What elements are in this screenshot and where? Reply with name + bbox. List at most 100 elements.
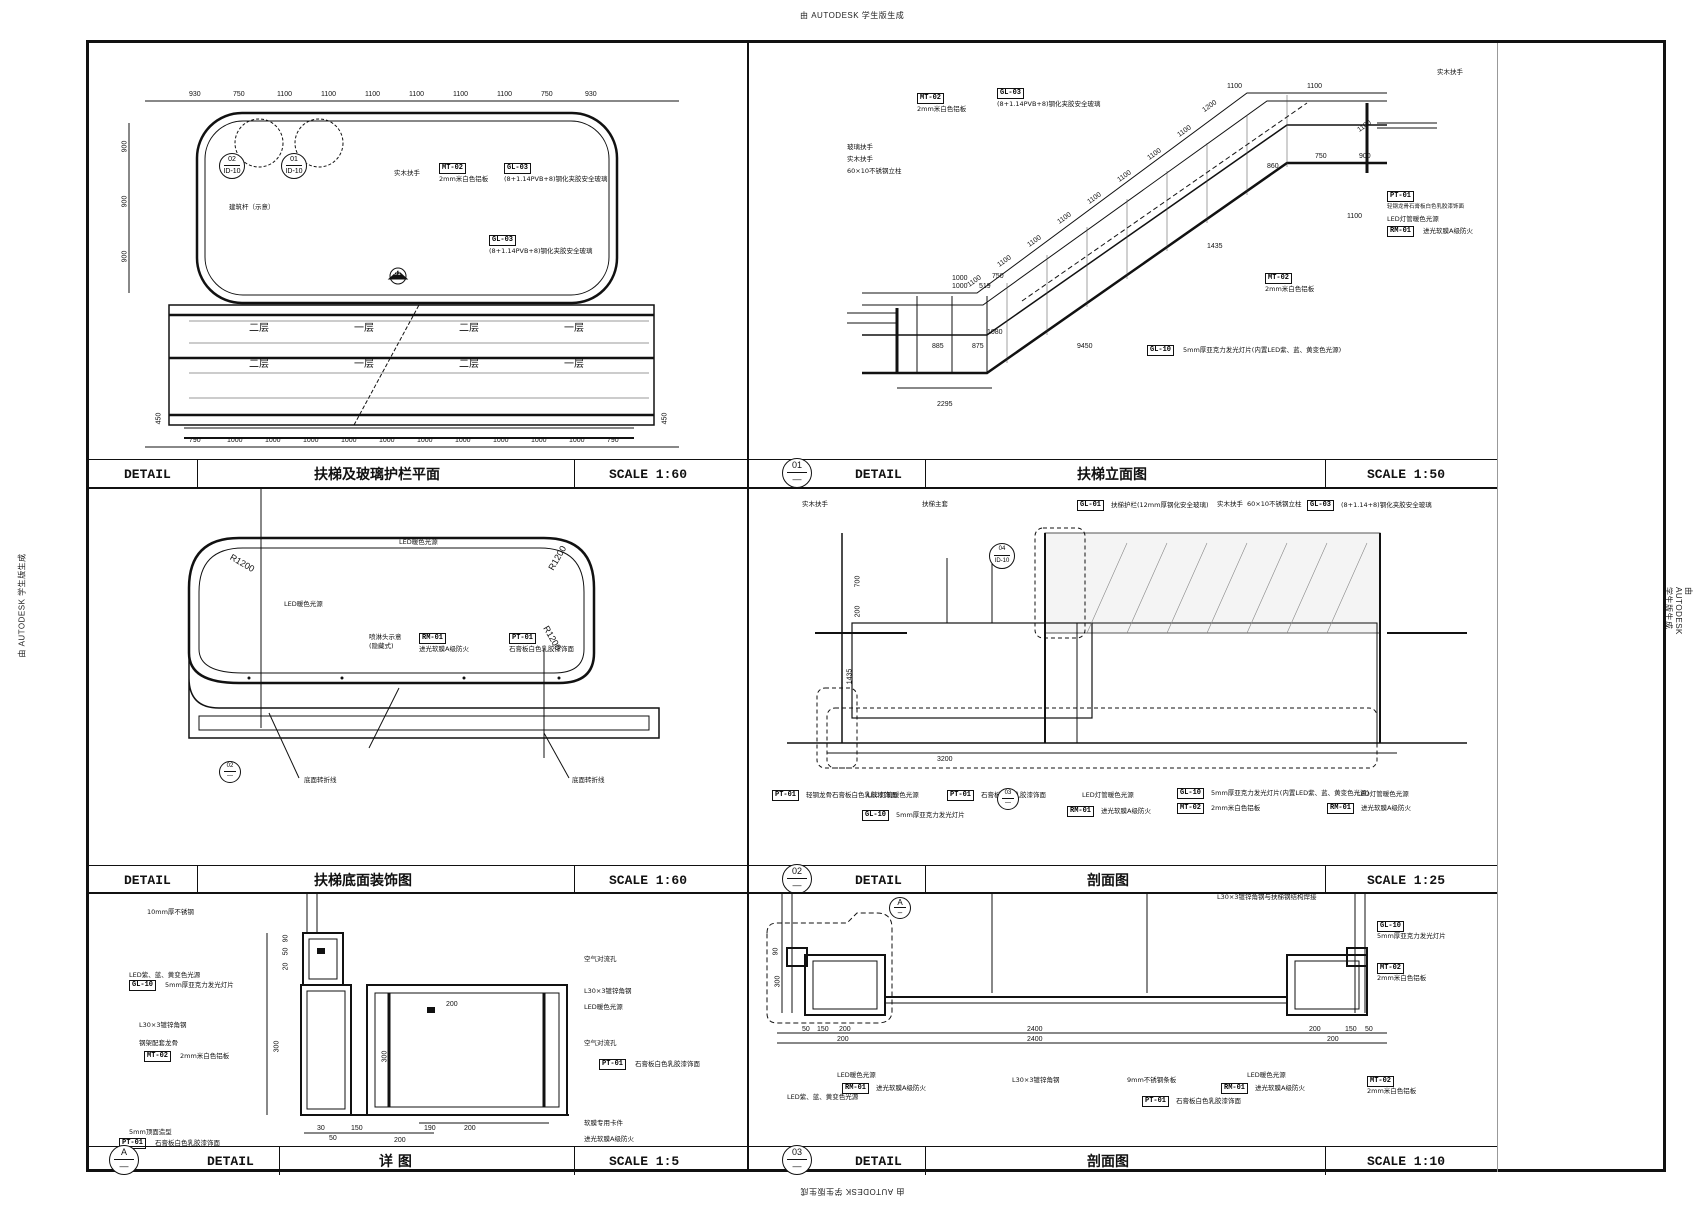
section-25-tag-note: 5mm厚亚克力发光灯片(内置LED紫、蓝、黄变色光源) [1211,789,1370,797]
titleblock-p2-scale: SCALE 1:50 [1367,466,1446,482]
section-25-dim: 200 [854,605,862,618]
elevation-dim: 1435 [1207,243,1223,250]
plan-top-dim: 1100 [453,91,469,98]
detail-5-tag-pt-01-right: PT-01 [599,1059,627,1070]
elevation-dim: 1100 [1347,213,1363,220]
elevation-dim: 9450 [1077,343,1093,350]
detail-5-dim: 30 [317,1125,325,1132]
elev-note-glass-handrail: 玻璃扶手 [847,143,873,151]
titleblock-p2-title: 扶梯立面图 [1077,467,1147,483]
autodesk-stamp-left: 由 AUTODESK 学生版生成 [17,553,27,658]
detail-5-note: LED暖色光源 [584,1003,623,1011]
detail-5-tag-pt-01-right-note: 石膏板白色乳胶漆饰面 [635,1060,700,1068]
detail-5-dim: 300 [273,1040,281,1053]
plan-left-dim: 900 [121,140,129,153]
side-dim-left: 450 [155,412,163,425]
soffit-note-sprinkler: 喷淋头示意 [369,633,402,641]
detail-5-note: 钢架配套龙骨 [139,1039,178,1047]
section-25-tag-note: 2mm米白色铝板 [1211,804,1261,812]
section-25-note: LED灯管暖色光源 [1357,790,1409,798]
detail-5-tag-pt-01-bottom-note: 石膏板白色乳胶漆饰面 [155,1139,220,1147]
elevation-dim: 750 [1315,153,1327,160]
section-25-tag: MT-02 [1177,803,1205,814]
titleblock-p4-bubble[interactable]: 02— [782,864,812,894]
elev-note-led: LED灯管暖色光源 [1387,215,1439,223]
soffit-tag-rm-01-note: 进光软膜A级防火 [419,645,469,653]
titleblock-p6-bubble[interactable]: 03— [782,1145,812,1175]
titleblock-p1: DETAIL 扶梯及玻璃护栏平面 SCALE 1:60 [89,459,747,488]
section-25-note: LED灯管暖色光源 [867,791,919,799]
titleblock-p2-bubble[interactable]: 01— [782,458,812,488]
titleblock-p4-label: DETAIL [855,872,902,888]
autodesk-stamp-top: 由 AUTODESK 学生版生成 [800,11,905,20]
plan-top-dim: 1100 [365,91,381,98]
titleblock-p6-title: 剖面图 [1087,1154,1129,1170]
titleblock-p1-title: 扶梯及玻璃护栏平面 [314,467,440,483]
section-25-dim: 3200 [937,756,953,763]
titleblock-p5-bubble[interactable]: A— [109,1145,139,1175]
detail-5-note: 空气对流孔 [584,955,617,963]
section-10-dim: 2400 [1027,1036,1043,1043]
plan-top-dim: 930 [585,91,597,98]
plan-bottom-dim: 1000 [379,437,395,444]
plan-bottom-dim: 1000 [493,437,509,444]
section-25-tag-note: 轻钢龙骨石膏板白色乳胶漆饰面 [806,791,897,799]
soffit-section-bubble[interactable]: 02— [219,761,241,783]
section-10-dim: 200 [837,1036,849,1043]
elev-tag-gl-10: GL-10 [1147,345,1175,356]
soffit-note-hidden: (隐藏式) [369,642,394,650]
titleblock-p2-label: DETAIL [855,466,902,482]
plan-bottom-dim: 790 [607,437,619,444]
section-25-bubble-03[interactable]: 03— [997,788,1019,810]
side-dim-right: 450 [661,412,669,425]
detail-5-note: 10mm厚不锈钢 [147,908,194,916]
titleblock-p6-scale: SCALE 1:10 [1367,1153,1446,1169]
vertical-divider [747,43,749,1172]
plan-floor-label: 一层 [564,323,584,334]
titleblock-p1-scale: SCALE 1:60 [609,466,688,482]
section-10-dim: 200 [839,1026,851,1033]
autodesk-stamp-bottom: 由 AUTODESK 学生版生成 [800,1187,905,1196]
section-10-callout-a[interactable]: A– [889,897,911,919]
section-10-note: L30×3镀锌角钢与扶梯钢结构焊接 [1217,893,1317,901]
elev-note-post: 60×10不锈钢立柱 [847,167,902,175]
right-margin-line [1497,43,1498,1172]
plan-bottom-dim: 790 [189,437,201,444]
tag-gl-03-lower: GL-03 [489,235,517,246]
autodesk-stamp-right: 由 AUTODESK 学生版生成 [1664,587,1693,635]
elevation-dim: 1100 [1307,83,1323,90]
panel-escalator-soffit: R1200 R1200 R1200 RM-01 进光软膜A级防火 PT-01 石… [89,488,747,894]
detail-5-dim: 150 [351,1125,363,1132]
plan-left-dim: 900 [121,195,129,208]
section-25-tag: RM-01 [1067,806,1095,817]
titleblock-p3: DETAIL 扶梯底面装饰图 SCALE 1:60 [89,865,747,894]
elev-tag-mt-02-lower: MT-02 [1265,273,1293,284]
plan-bottom-dim: 1000 [341,437,357,444]
tag-gl-03-note: (8+1.14PVB+8)钢化夹胶安全玻璃 [504,175,608,183]
elev-tag-mt-02-lower-note: 2mm米白色铝板 [1265,285,1315,293]
titleblock-p5-title: 详 图 [379,1154,412,1170]
section-10-tag: PT-01 [1142,1096,1170,1107]
plan-floor-label: 二层 [459,323,479,334]
soffit-note-led-1: LED暖色光源 [399,538,438,546]
elevation-dim: 875 [972,343,984,350]
detail-5-note: LED紫、蓝、黄变色光源 [129,971,201,979]
section-10-dim: 200 [1327,1036,1339,1043]
elev-note-handrail: 实木扶手 [847,155,873,163]
section-25-tag: GL-10 [862,810,890,821]
soffit-note-fold-2: 底面转折线 [572,776,605,784]
plan-left-dim: 900 [121,250,129,263]
titleblock-p4: 02— DETAIL 剖面图 SCALE 1:25 [747,864,1497,894]
section-10-tag: GL-10 [1377,921,1405,932]
section-10-note: LED暖色光源 [837,1071,876,1079]
section-25-tag-note: (8+1.14+8)钢化夹胶安全玻璃 [1341,501,1432,509]
section-25-note: 扶梯主套 [922,500,948,508]
titleblock-p3-label: DETAIL [124,872,171,888]
elev-tag-pt-01-note: 轻钢龙骨石膏板白色乳胶漆饰面 [1387,204,1465,210]
